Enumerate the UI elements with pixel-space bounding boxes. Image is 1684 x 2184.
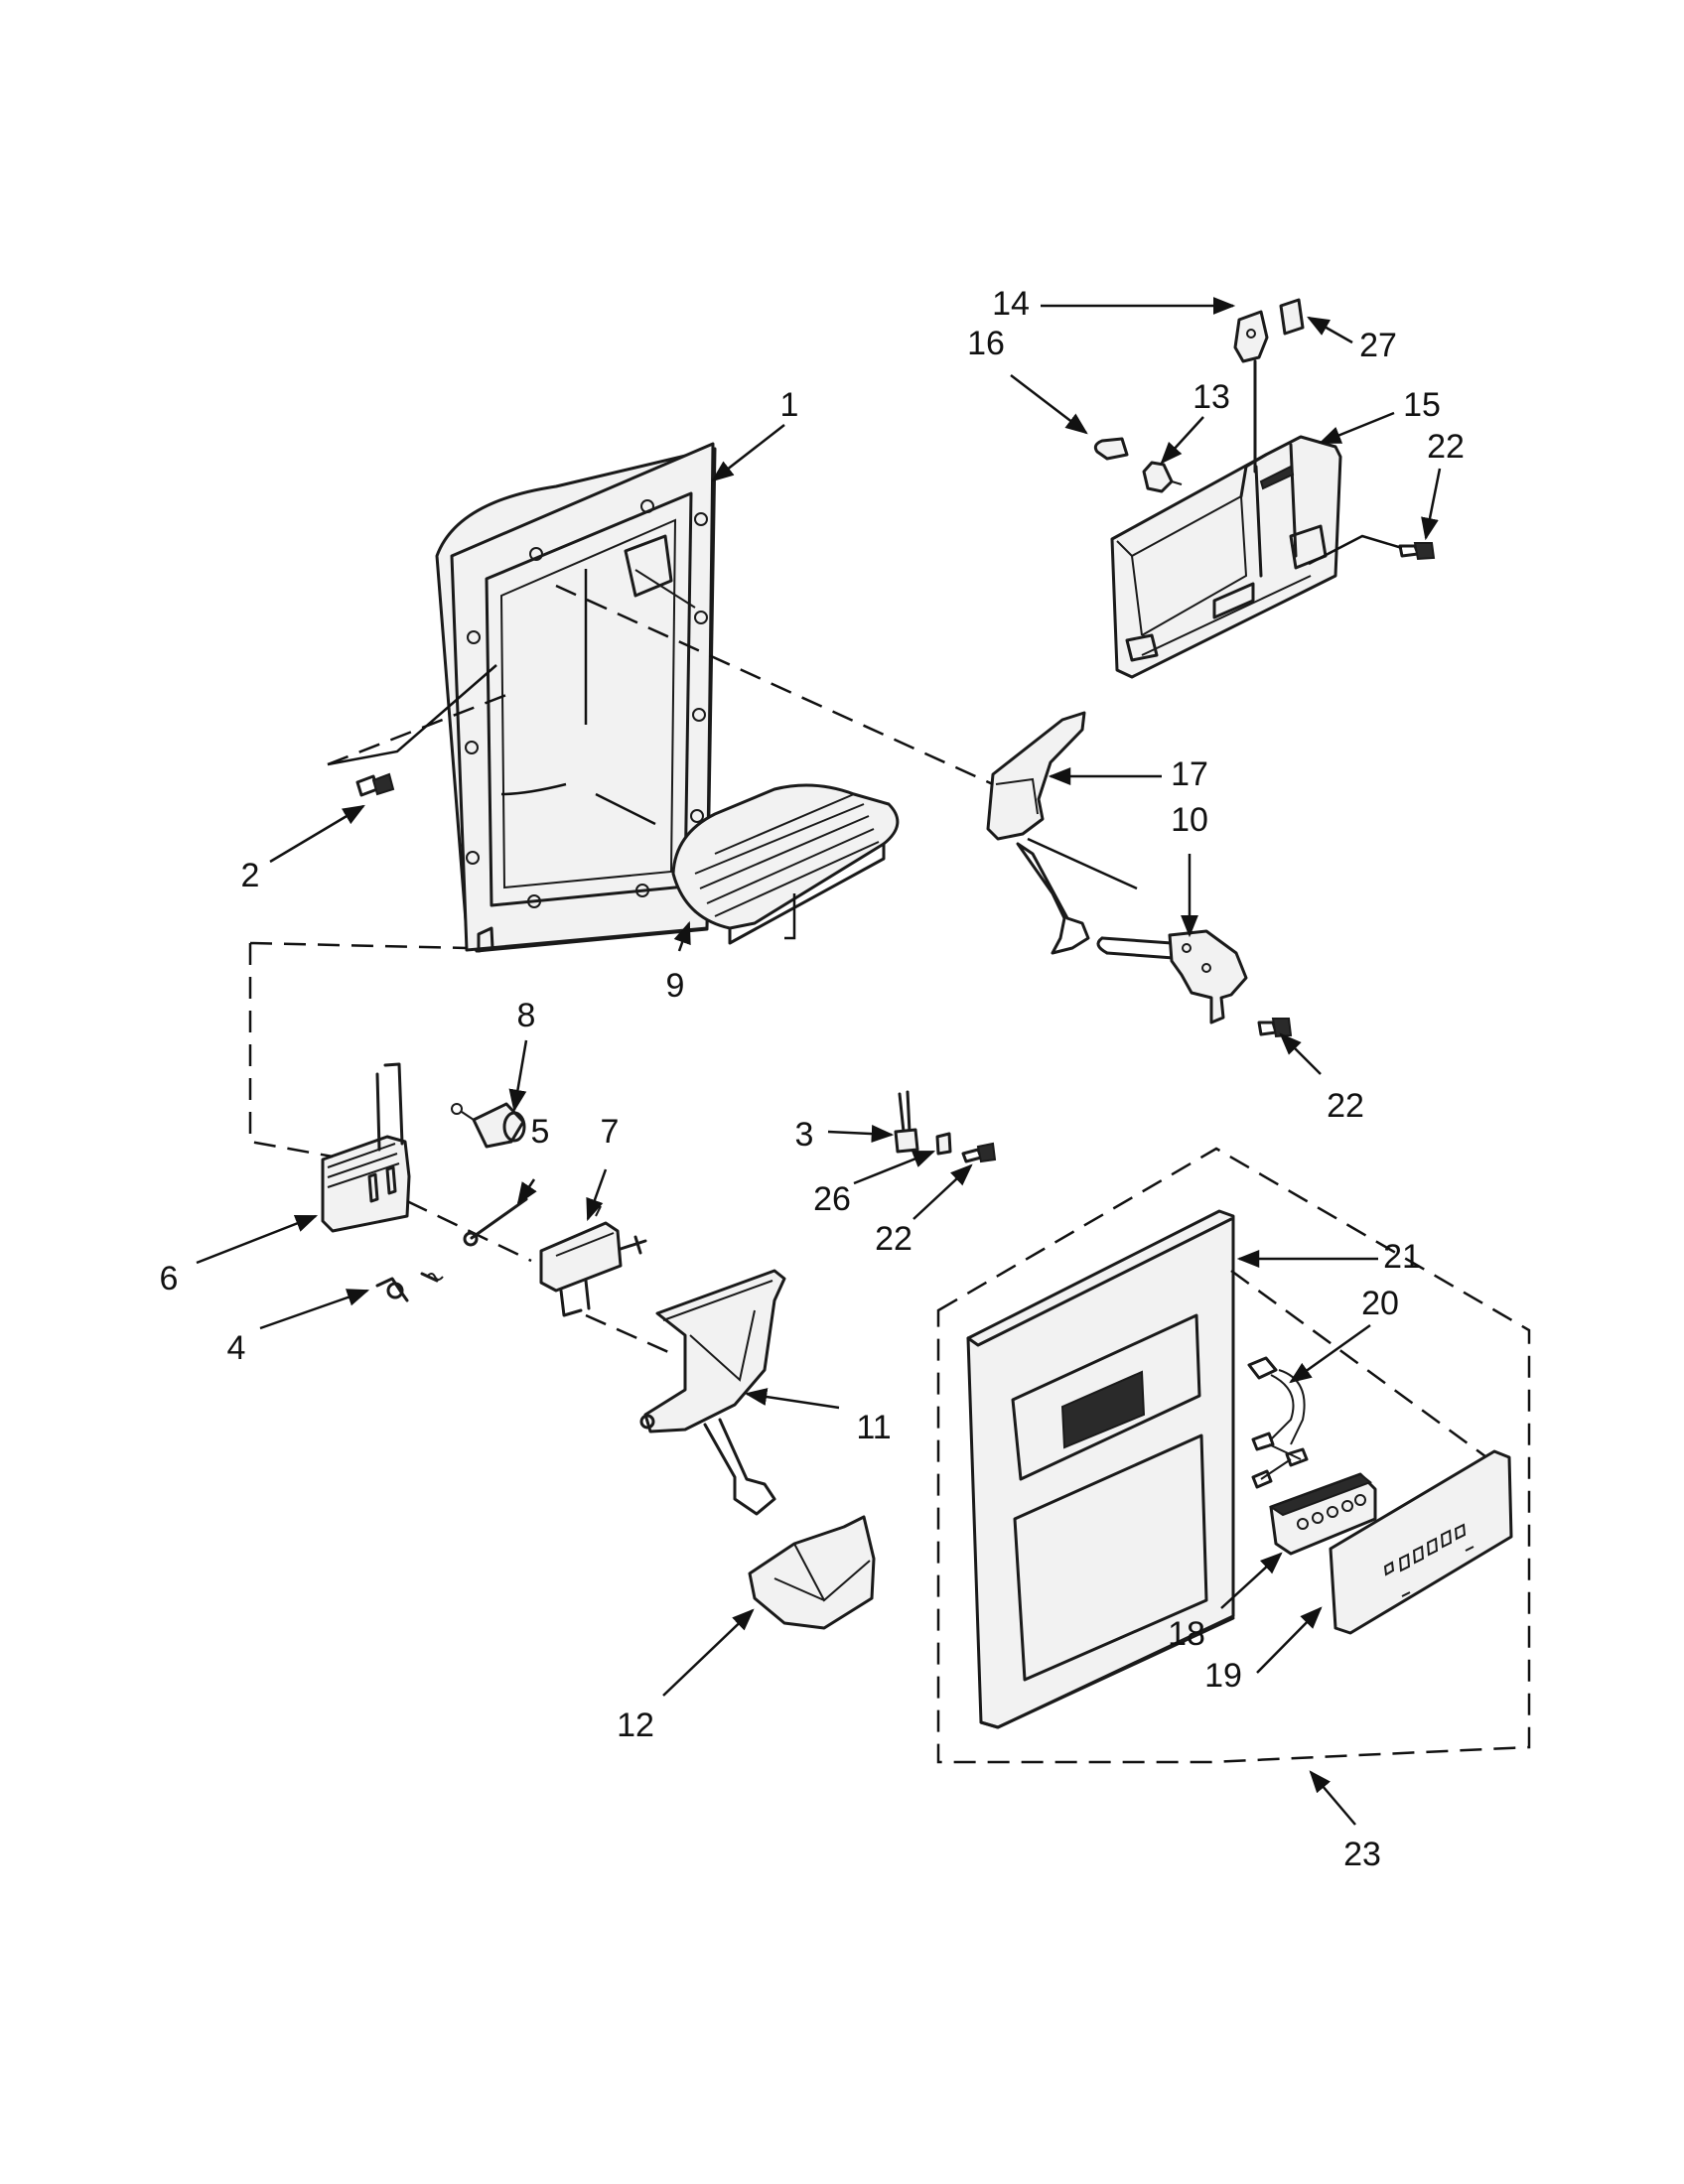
leader-line <box>595 792 656 826</box>
callout-16: 16 <box>967 325 1005 362</box>
callout-labels: 14 16 13 27 15 22 1 2 17 10 22 9 8 5 7 6… <box>160 285 1465 1873</box>
dashed-assembly-line <box>555 584 994 786</box>
part-13-socket <box>1142 461 1183 493</box>
part-22-screw-top <box>1398 542 1436 561</box>
part-22-screw-middle <box>961 1142 997 1163</box>
part-18-control-board <box>1268 1472 1377 1556</box>
callout-8: 8 <box>517 997 536 1034</box>
part-1-housing-frame <box>435 442 717 953</box>
callout-5: 5 <box>531 1113 550 1151</box>
callout-3: 3 <box>795 1116 814 1154</box>
leader-line <box>500 782 567 796</box>
callout-17: 17 <box>1171 755 1208 793</box>
leader-line <box>1308 534 1403 566</box>
callout-27: 27 <box>1359 327 1397 364</box>
assembly-23-boundary <box>936 1147 1531 1764</box>
callout-15: 15 <box>1403 386 1441 424</box>
callout-4: 4 <box>227 1329 246 1367</box>
callout-22-right: 22 <box>1327 1087 1364 1125</box>
part-6-control-module <box>321 1062 411 1233</box>
leader-line <box>784 893 796 940</box>
part-8-solenoid <box>451 1102 526 1149</box>
callout-19: 19 <box>1204 1657 1242 1695</box>
dashed-assembly-line <box>249 941 468 950</box>
part-3-contact <box>894 1090 919 1154</box>
callout-1: 1 <box>780 386 799 424</box>
part-4-spring <box>375 1272 444 1302</box>
dashed-assembly-line <box>585 1313 676 1357</box>
callout-6: 6 <box>160 1260 179 1297</box>
callout-2: 2 <box>241 857 260 894</box>
callout-22-middle: 22 <box>875 1220 912 1258</box>
part-16-bulb <box>1093 437 1129 461</box>
part-21-front-panel <box>966 1209 1235 1729</box>
callout-11: 11 <box>856 1409 891 1446</box>
part-12-funnel <box>748 1515 876 1630</box>
part-5-pin <box>463 1197 528 1247</box>
part-20-wire-harness <box>1247 1356 1309 1489</box>
callout-12: 12 <box>617 1706 654 1744</box>
callout-20: 20 <box>1361 1285 1399 1322</box>
part-10-switch-bracket <box>1096 929 1248 1024</box>
part-15-control-housing <box>1110 435 1342 679</box>
callout-23: 23 <box>1343 1836 1381 1873</box>
callout-21: 21 <box>1383 1238 1421 1276</box>
callout-7: 7 <box>601 1113 620 1151</box>
part-7-switch-assembly <box>539 1205 647 1317</box>
part-9-drip-tray-grille <box>671 783 900 945</box>
part-19-overlay-decal <box>1329 1449 1513 1635</box>
dashed-assembly-line <box>406 1199 532 1263</box>
callout-leaders <box>196 297 1442 1826</box>
part-27-label <box>1279 298 1305 336</box>
leader-line <box>327 664 497 766</box>
callout-10: 10 <box>1171 801 1208 839</box>
callout-22-top: 22 <box>1427 428 1465 466</box>
part-26-clip <box>935 1132 952 1156</box>
part-2-screw <box>355 772 395 797</box>
callout-14: 14 <box>992 285 1030 323</box>
callout-26: 26 <box>813 1180 851 1218</box>
callout-13: 13 <box>1193 378 1230 416</box>
part-14-switch <box>1233 310 1269 474</box>
part-17-actuator-lever <box>986 711 1090 955</box>
callout-9: 9 <box>666 967 685 1005</box>
dashed-assembly-line <box>1230 1269 1490 1461</box>
leader-line <box>1027 837 1138 890</box>
callout-18: 18 <box>1168 1615 1205 1653</box>
part-11-lever-arm <box>639 1269 786 1516</box>
part-22-screw-right <box>1257 1018 1293 1038</box>
dashed-assembly-line <box>248 943 334 1159</box>
